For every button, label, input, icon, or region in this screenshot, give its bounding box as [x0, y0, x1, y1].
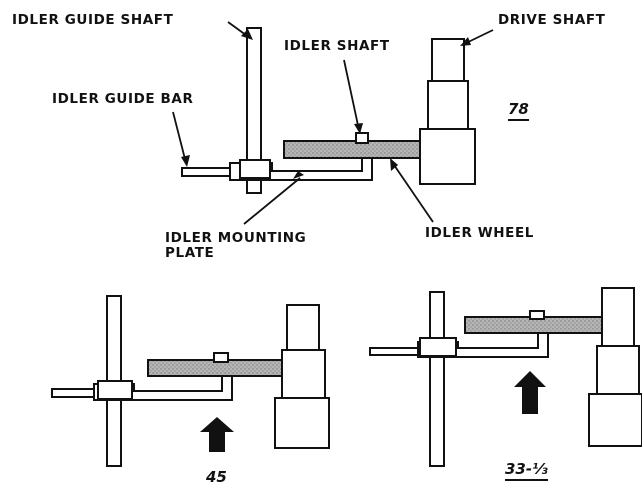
drive-shaft-33 [601, 287, 635, 347]
idler-guide-bar-33 [369, 347, 421, 356]
drive-pulley-small-top [427, 80, 469, 130]
label-idler-guide-shaft: IDLER GUIDE SHAFT [12, 12, 174, 28]
label-idler-mounting-plate-line1: IDLER MOUNTING [165, 230, 307, 246]
speed-label-45: 45 [206, 468, 227, 486]
idler-shaft-33 [529, 310, 545, 320]
idler-shaft-top [355, 132, 369, 144]
label-idler-mounting-plate-line2: PLATE [165, 245, 215, 261]
label-idler-wheel: IDLER WHEEL [425, 225, 534, 241]
up-arrow-45 [200, 417, 234, 452]
idler-guide-shaft-top [246, 27, 262, 194]
assembly-33 [369, 287, 642, 467]
assembly-78 [181, 27, 476, 194]
drive-shaft-top [431, 38, 465, 82]
idler-shaft-45 [213, 352, 229, 363]
idler-guide-shaft-33 [429, 291, 445, 467]
idler-wheel-top [283, 140, 423, 159]
label-idler-guide-bar: IDLER GUIDE BAR [52, 91, 194, 107]
up-arrow-33 [514, 371, 546, 414]
leader-lines [172, 21, 494, 225]
drive-pulley-small-45 [281, 349, 326, 399]
speed-label-78: 78 [508, 100, 529, 121]
label-idler-shaft: IDLER SHAFT [284, 38, 390, 54]
guide-collar-top [239, 159, 271, 179]
leader-arrowheads [181, 29, 471, 179]
guide-collar-33 [419, 337, 457, 357]
assembly-45 [51, 295, 330, 467]
drive-pulley-large-top [419, 128, 476, 185]
idler-guide-bar-top [181, 167, 233, 177]
speed-label-33: 33-⅓ [505, 460, 548, 481]
label-drive-shaft: DRIVE SHAFT [498, 12, 606, 28]
drive-pulley-small-33 [596, 345, 640, 395]
drive-pulley-large-33 [588, 393, 642, 447]
guide-collar-45 [97, 380, 133, 400]
drive-pulley-large-45 [274, 397, 330, 449]
drive-shaft-45 [286, 304, 320, 351]
